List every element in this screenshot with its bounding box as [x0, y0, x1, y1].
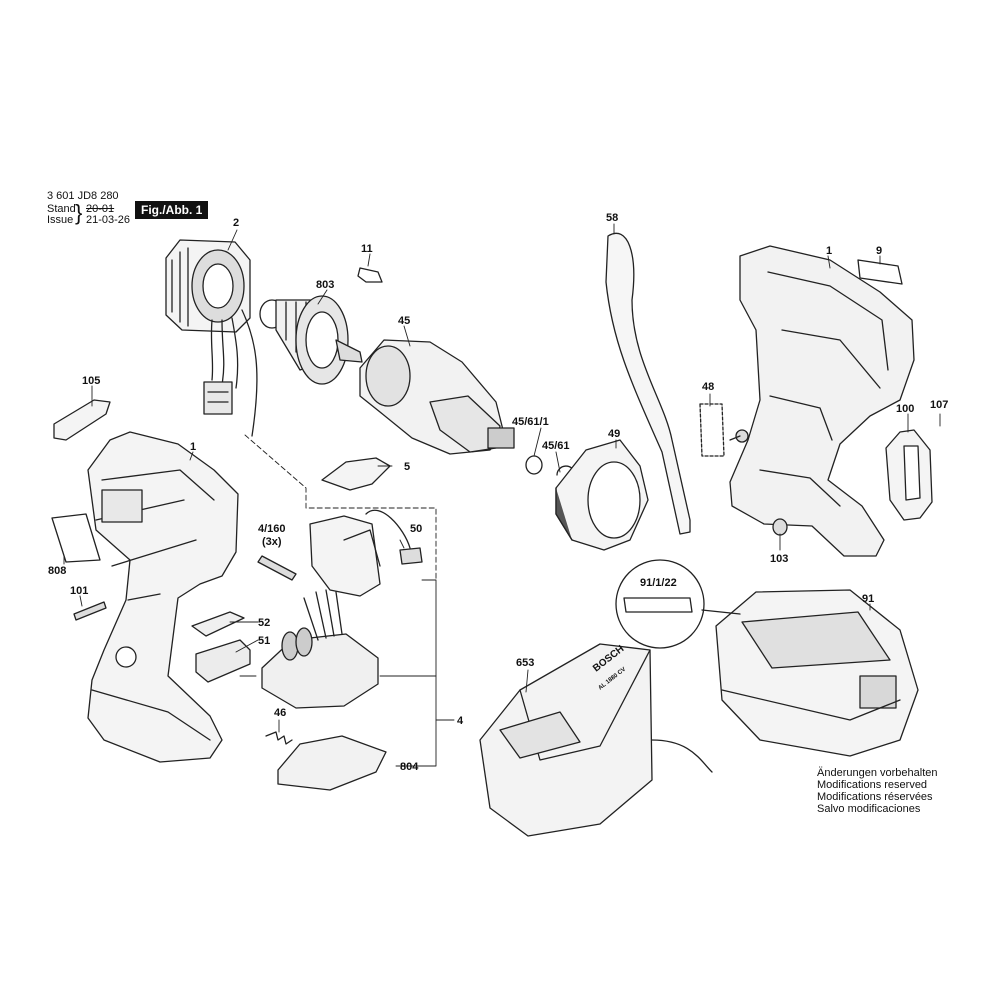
callout-808: 808 [48, 565, 66, 577]
callout-653: 653 [516, 657, 534, 669]
callout-1-shell: 1 [190, 441, 196, 453]
callout-11: 11 [361, 243, 373, 255]
callout-91-1-22: 91/1/22 [640, 577, 677, 589]
callout-91: 91 [862, 593, 874, 605]
callout-1-housing: 1 [826, 245, 832, 257]
callout-4: 4 [457, 715, 464, 727]
stator-part [165, 239, 258, 437]
notice-fr: Modifications réservées [817, 791, 933, 803]
housing-left-part [87, 431, 239, 763]
spring-part [265, 731, 293, 745]
latch-part [321, 457, 391, 491]
callout-46: 46 [274, 707, 286, 719]
callout-103: 103 [770, 553, 788, 565]
callout-52: 52 [258, 617, 270, 629]
callout-105: 105 [82, 375, 100, 387]
notice-es: Salvo modificaciones [817, 803, 921, 815]
belt-clip-part [605, 232, 691, 535]
led-panel-part [195, 639, 251, 683]
rubber-cap-part [555, 439, 649, 551]
pad-part [699, 403, 725, 457]
leader-lines [63, 223, 941, 767]
battery-part [715, 589, 919, 757]
part-number: 3 601 JD8 280 [47, 190, 119, 202]
stand-label: Stand [47, 203, 76, 215]
issue-label: Issue [47, 214, 74, 226]
callout-3x: (3x) [262, 536, 282, 548]
gear-housing-part [359, 339, 515, 455]
screw-part [729, 429, 749, 443]
label-part [51, 513, 101, 563]
callout-45: 45 [398, 315, 410, 327]
control-module-part [261, 589, 379, 709]
callout-48: 48 [702, 381, 714, 393]
callout-51: 51 [258, 635, 270, 647]
callout-58: 58 [606, 212, 618, 224]
old-date: 20-01 [86, 203, 115, 215]
pin-part [257, 555, 297, 581]
charger-part [479, 643, 713, 837]
plate-part [53, 399, 111, 441]
inset-detail [615, 559, 741, 649]
cover-part [191, 611, 245, 637]
callout-804: 804 [400, 761, 419, 773]
notice-de: Änderungen vorbehalten [817, 767, 938, 779]
callout-9: 9 [876, 245, 882, 257]
ring-part [525, 455, 543, 475]
callout-4-160: 4/160 [258, 523, 286, 535]
modification-notice: Änderungen vorbehalten Modifications res… [817, 767, 937, 815]
callout-50: 50 [410, 523, 422, 535]
clip-part [357, 267, 383, 283]
figure-tag: Fig./Abb. 1 [135, 201, 209, 219]
holder-part [277, 735, 387, 791]
label-plate-part [857, 259, 903, 285]
callout-5: 5 [404, 461, 410, 473]
callout-2: 2 [233, 217, 239, 229]
issue-date: 21-03-26 [86, 214, 131, 226]
screw-part-101 [73, 601, 107, 621]
switch-part [309, 509, 423, 597]
callout-45-61-1: 45/61/1 [512, 416, 549, 428]
callout-107: 107 [930, 399, 948, 411]
callout-101: 101 [70, 585, 88, 597]
callout-803: 803 [316, 279, 334, 291]
notice-en: Modifications reserved [817, 779, 928, 791]
brace: } [75, 200, 83, 225]
callout-49: 49 [608, 428, 620, 440]
callout-45-61: 45/61 [542, 440, 570, 452]
armature-part [259, 295, 363, 385]
housing-right-part [729, 245, 915, 557]
bushing-part [772, 518, 788, 536]
callout-100: 100 [896, 403, 914, 415]
